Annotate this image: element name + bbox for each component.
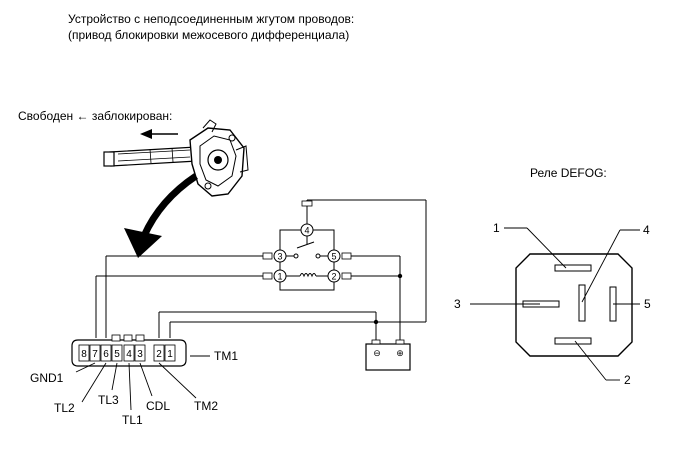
connector-label-tl3: TL3 bbox=[98, 393, 119, 407]
battery-minus-icon: ⊖ bbox=[373, 348, 381, 358]
relay-circuit bbox=[95, 199, 427, 344]
battery-plus-icon: ⊕ bbox=[396, 348, 404, 358]
connector-pin-label: 1 bbox=[167, 349, 173, 360]
relay-terminal-label: 4 bbox=[304, 226, 309, 236]
connector: 8 7 6 5 4 3 2 1 bbox=[71, 334, 187, 367]
defog-terminal-4: 4 bbox=[643, 223, 650, 237]
header-line-2: (привод блокировки межосевого дифференци… bbox=[68, 28, 350, 42]
actuator-shaft bbox=[103, 146, 198, 167]
connector-pin-label: 5 bbox=[114, 349, 120, 360]
connector-leader-lines bbox=[75, 355, 210, 411]
actuator-illustration bbox=[103, 119, 249, 197]
connector-label-tm1: TM1 bbox=[214, 349, 238, 363]
relay-terminal-4: 4 bbox=[300, 200, 314, 237]
connector-pin-label: 4 bbox=[126, 349, 132, 360]
relay-terminal-label: 3 bbox=[277, 252, 282, 262]
battery: ⊖ ⊕ bbox=[365, 339, 411, 371]
junction-dot bbox=[397, 273, 403, 279]
connector-pin-label: 6 bbox=[103, 349, 109, 360]
connector-label-tl2: TL2 bbox=[54, 401, 75, 415]
relay-terminal-5: 5 bbox=[327, 249, 352, 263]
connector-label-tm2: TM2 bbox=[194, 399, 218, 413]
relay-terminal-label: 5 bbox=[331, 252, 336, 262]
defog-title: Реле DEFOG: bbox=[530, 166, 607, 180]
actuator-housing bbox=[189, 119, 249, 197]
defog-terminal-2: 2 bbox=[624, 373, 631, 387]
direction-arrow-icon bbox=[140, 129, 178, 139]
connector-label-cdl: CDL bbox=[146, 399, 170, 413]
connector-pin-label: 3 bbox=[137, 349, 143, 360]
connector-pin-label: 8 bbox=[81, 349, 87, 360]
curved-arrow-icon bbox=[124, 173, 198, 258]
relay-terminal-3: 3 bbox=[262, 249, 287, 263]
relay-terminal-1: 1 bbox=[262, 269, 287, 283]
connector-label-gnd1: GND1 bbox=[30, 371, 64, 385]
junction-dot bbox=[373, 319, 379, 325]
relay-terminal-label: 2 bbox=[331, 272, 336, 282]
defog-terminal-5: 5 bbox=[644, 297, 651, 311]
defog-relay bbox=[470, 227, 640, 381]
connector-pin-label: 2 bbox=[156, 349, 162, 360]
relay-terminal-label: 1 bbox=[277, 272, 282, 282]
relay-terminal-2: 2 bbox=[327, 269, 352, 283]
actuator-caption: Свободен ← заблокирован: bbox=[18, 109, 173, 123]
connector-label-tl1: TL1 bbox=[122, 413, 143, 427]
defog-terminal-1: 1 bbox=[493, 221, 500, 235]
connector-pin-label: 7 bbox=[92, 349, 98, 360]
defog-terminal-3: 3 bbox=[454, 297, 461, 311]
header-line-1: Устройство с неподсоединенным жгутом про… bbox=[68, 12, 355, 26]
